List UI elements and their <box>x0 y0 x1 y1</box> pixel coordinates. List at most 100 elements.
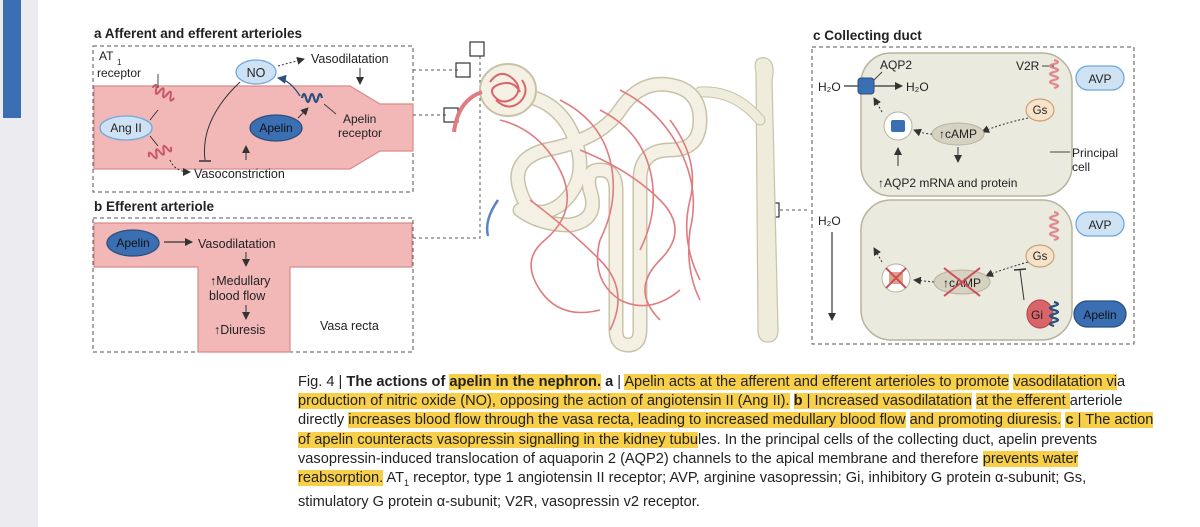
apelin-label-b: Apelin <box>116 236 149 250</box>
no-label: NO <box>247 66 266 80</box>
ang2-label: Ang II <box>110 121 141 135</box>
vesicle-cross-2 <box>885 267 907 289</box>
bowman-capsule <box>479 63 537 117</box>
caption-seg1: Apelin acts at the afferent and efferent… <box>624 374 1010 390</box>
avp-bottom-label: AVP <box>1088 218 1111 232</box>
ang2-ligand <box>99 115 153 141</box>
gs-bottom-label: Gs <box>1033 251 1048 263</box>
apelin-to-receptor <box>297 107 309 119</box>
renal-tubule <box>510 76 708 353</box>
medullary-label-1: ↑Medullary <box>210 274 271 288</box>
peritubular-capillaries <box>499 89 701 331</box>
caption-c-label: c <box>1065 412 1074 429</box>
apelin-label-c: Apelin <box>1083 308 1116 322</box>
at1-receptor-label: receptor <box>97 66 141 80</box>
medullary-label-2: blood flow <box>209 289 266 303</box>
zoom-box-1 <box>469 41 485 57</box>
glomerulus <box>489 72 527 108</box>
caption-b-label: b <box>793 393 803 410</box>
caption-seg13-sub: 1 <box>404 477 410 488</box>
apelin-receptor-pointer <box>323 103 337 115</box>
h2o-out-label: H₂O <box>906 80 929 94</box>
caption-seg9: and promoting diuresis. <box>909 412 1062 429</box>
nephron-illustration <box>452 57 779 353</box>
gi-inhibits-gs <box>1019 269 1025 301</box>
v2r-receptor-icon <box>1048 58 1060 90</box>
caption-seg7: arteriole directly <box>298 393 1123 429</box>
panel-b-title: b Efferent arteriole <box>94 199 215 214</box>
vesicle-up-bottom <box>873 247 883 263</box>
no-molecule <box>235 59 277 85</box>
diuresis-label: ↑Diuresis <box>214 323 265 337</box>
afferent-arteriole-line <box>452 90 483 133</box>
panel-c-title: c Collecting duct <box>813 28 922 43</box>
h2o-lower-label: H₂O <box>818 214 841 228</box>
aqp2-channel-icon <box>857 77 875 95</box>
gs-top-label: Gs <box>1033 105 1048 117</box>
vasa-recta-label: Vasa recta <box>320 319 379 333</box>
efferent-arteriole-line <box>485 199 500 237</box>
at1-receptor-top-icon <box>151 83 176 102</box>
panel-a-title: a Afferent and efferent arterioles <box>94 26 302 41</box>
panel-c: c Collecting duct AQP2 V2R H₂O H₂O AVP G… <box>811 28 1135 345</box>
camp-to-vesicle-bottom <box>913 276 935 285</box>
figure-caption: Fig. 4 | The actions of apelin in the ne… <box>298 374 1154 511</box>
vesicle-aqp2-icon <box>891 120 905 132</box>
camp-top-label: ↑cAMP <box>939 127 977 141</box>
ang2-to-receptor-top <box>149 109 159 121</box>
gs-bottom <box>1025 244 1055 268</box>
avp-top-label: AVP <box>1088 72 1111 86</box>
caption-fig-label: Fig. 4 | <box>298 374 347 390</box>
apelin-label-a: Apelin <box>259 121 292 135</box>
ang2-to-receptor-bottom <box>149 135 159 147</box>
caption-title-bold: The actions of <box>346 374 450 390</box>
no-inhibits-vasoconstriction <box>203 81 241 161</box>
caption-seg6: at the efferent <box>975 393 1070 410</box>
panel-b: b Efferent arteriole Apelin Vasodilatati… <box>92 199 414 353</box>
gs-to-camp-bottom <box>985 261 1029 277</box>
vesicle-up-arrow <box>873 97 883 113</box>
caption-seg11: les. In the principal cells of the colle… <box>298 431 1098 467</box>
at1-receptor-bottom-icon <box>147 144 173 160</box>
apelin-receptor-icon <box>300 92 324 104</box>
caption-seg8: increases blood flow through the vasa re… <box>348 412 906 429</box>
collecting-duct-tube <box>754 57 779 343</box>
camp-to-vesicle <box>913 128 933 137</box>
h2o-in-label: H₂O <box>818 80 841 94</box>
vasodilatation-label: Vasodilatation <box>311 52 389 66</box>
camp-cross-2 <box>943 267 981 297</box>
receptor-to-no-arrow <box>277 74 301 97</box>
panel-c-frame <box>811 46 1135 345</box>
gs-to-camp-top <box>981 117 1029 133</box>
gi-inhibition-bar <box>1013 268 1027 271</box>
efferent-arteriole-vessel <box>93 222 413 353</box>
v2r-label: V2R <box>1016 59 1040 73</box>
apelin-ligand-b <box>106 229 160 257</box>
vasodilatation-label-b: Vasodilatation <box>198 237 276 251</box>
at1-label: AT <box>99 49 114 63</box>
caption-seg2: vasodilatation vi <box>1013 374 1118 390</box>
connector-lines <box>413 56 808 239</box>
avp-top <box>1075 65 1125 91</box>
vasoconstriction-label: Vasoconstriction <box>194 167 285 181</box>
apelin-ligand-a <box>249 114 303 142</box>
v2r-receptor-lower-icon <box>1048 210 1060 242</box>
caption-title-highlight: apelin in the nephron. <box>449 374 602 390</box>
caption-seg13: AT <box>383 470 405 487</box>
caption-seg5: Increased vasodilatation <box>814 393 972 410</box>
caption-seg3: a <box>1117 374 1126 390</box>
panel-a: a Afferent and efferent arterioles AT 1 … <box>92 26 414 193</box>
no-to-vasodilatation-arrow <box>277 56 305 67</box>
caption-seg4: production of nitric oxide (NO), opposin… <box>298 393 790 410</box>
apelin-receptor-label-2: receptor <box>338 126 382 140</box>
caption-a-label: a <box>605 374 614 390</box>
sidebar-accent <box>3 0 21 118</box>
avp-bottom <box>1075 211 1125 237</box>
gi-label: Gi <box>1031 308 1043 322</box>
at1-subscript: 1 <box>117 58 122 67</box>
aqp2-label: AQP2 <box>880 58 912 72</box>
apelin-receptor-c-icon <box>1048 300 1060 328</box>
gs-top <box>1025 98 1055 122</box>
principal-cell-label-1: Principal <box>1072 146 1118 160</box>
